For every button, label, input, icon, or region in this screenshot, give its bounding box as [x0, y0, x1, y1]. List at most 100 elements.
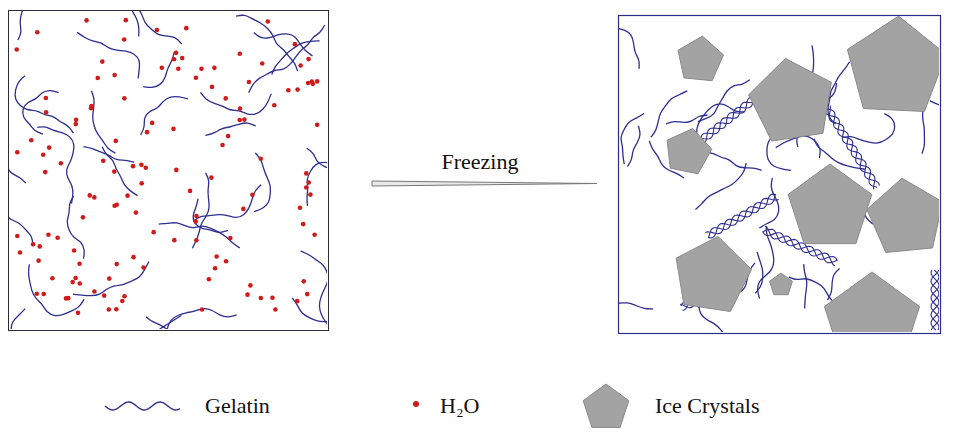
water-molecule: [237, 51, 242, 56]
gelatin-chain: [77, 32, 139, 78]
water-molecule: [220, 143, 225, 148]
water-molecule: [141, 265, 146, 270]
gelatin-chain: [146, 317, 218, 329]
water-molecule: [73, 122, 78, 127]
gelatin-chain: [29, 264, 85, 315]
water-molecule: [199, 66, 204, 71]
water-molecule: [306, 57, 311, 62]
water-molecule: [122, 96, 127, 101]
water-molecule: [44, 110, 49, 115]
water-molecule: [151, 230, 156, 235]
water-molecule: [213, 266, 218, 271]
water-molecule: [107, 276, 112, 281]
ice-crystal: [824, 272, 919, 332]
gel-network: [9, 11, 327, 329]
water-molecule: [171, 127, 176, 132]
water-molecule: [298, 63, 303, 68]
ice-crystal: [847, 16, 939, 111]
ice-crystal: [676, 236, 751, 311]
water-molecule: [273, 307, 278, 312]
gelatin-chain: [205, 123, 255, 135]
water-molecule: [304, 185, 309, 190]
water-molecule: [77, 261, 82, 266]
gelatin-chain: [695, 163, 746, 209]
water-molecule: [237, 118, 242, 123]
gelatin-chain: [254, 153, 270, 212]
gelatin-sample: [105, 402, 180, 410]
water-molecule: [139, 163, 144, 168]
triple-helix: [705, 193, 778, 240]
water-molecule: [174, 51, 179, 56]
water-molecule: [304, 171, 309, 176]
water-molecule: [70, 280, 75, 285]
water-molecule: [122, 37, 127, 42]
water-molecule: [308, 192, 313, 197]
helix-strand: [705, 193, 778, 240]
water-molecule: [207, 277, 212, 282]
water-molecule: [214, 254, 219, 259]
gelatin-chain: [15, 76, 73, 133]
water-molecule: [241, 207, 246, 212]
water-molecule: [174, 168, 179, 173]
gelatin-chain: [9, 119, 26, 183]
water-molecule: [14, 47, 19, 52]
water-molecule: [226, 134, 231, 139]
legend-text: Gelatin: [205, 393, 270, 419]
gelatin-chain: [705, 152, 762, 170]
ice-crystal: [770, 273, 793, 295]
gelatin-chain: [828, 62, 850, 124]
water-molecule: [145, 130, 150, 135]
water-molecule: [272, 103, 277, 108]
water-molecule: [270, 295, 275, 300]
helix-strand: [705, 193, 778, 240]
gelatin-chain: [814, 139, 865, 169]
water-molecule: [101, 159, 106, 164]
water-molecule: [259, 156, 264, 161]
water-molecule: [114, 262, 119, 267]
water-molecule: [245, 292, 250, 297]
gel-square: [9, 11, 329, 331]
water-molecule: [139, 181, 144, 186]
water-molecule: [193, 219, 198, 224]
gelatin-chain: [193, 185, 261, 221]
legend-text: Ice Crystals: [655, 393, 759, 419]
ice-crystal: [749, 59, 832, 142]
gelatin-chain: [23, 91, 59, 135]
gelatin-chain: [141, 97, 188, 135]
water-molecule: [143, 166, 148, 171]
water-molecule: [176, 66, 181, 71]
water-molecule: [64, 296, 69, 301]
water-molecule: [315, 79, 320, 84]
gelatin-chain: [11, 309, 25, 329]
helix-strand: [931, 270, 939, 330]
water-molecule: [124, 18, 129, 23]
water-molecule: [59, 161, 64, 166]
gelatin-chain: [67, 196, 84, 259]
water-molecule: [95, 76, 100, 81]
water-molecule: [35, 291, 40, 296]
water-molecule: [160, 65, 165, 70]
water-molecule: [194, 238, 199, 243]
gelatin-chain: [73, 262, 149, 296]
gelatin-chain: [292, 298, 327, 322]
water-molecule: [35, 30, 40, 35]
gelatin-chain: [843, 114, 894, 143]
water-molecule: [301, 279, 306, 284]
helix-strand: [705, 193, 778, 240]
water-molecule: [238, 106, 243, 111]
gelatin-chain: [200, 92, 271, 114]
gelatin-chain: [627, 126, 640, 167]
legend-text: H₂O: [440, 393, 479, 419]
water-molecule: [306, 81, 311, 86]
water-molecule: [18, 250, 23, 255]
water-molecule: [76, 311, 81, 316]
water-molecule: [107, 307, 112, 312]
water-molecule: [265, 19, 270, 24]
water-molecule: [194, 75, 199, 80]
water-molecule: [36, 258, 41, 263]
gelatin-chain: [192, 173, 209, 248]
water-molecule: [81, 215, 86, 220]
ice-crystal: [667, 129, 712, 174]
water-molecule: [172, 57, 177, 62]
